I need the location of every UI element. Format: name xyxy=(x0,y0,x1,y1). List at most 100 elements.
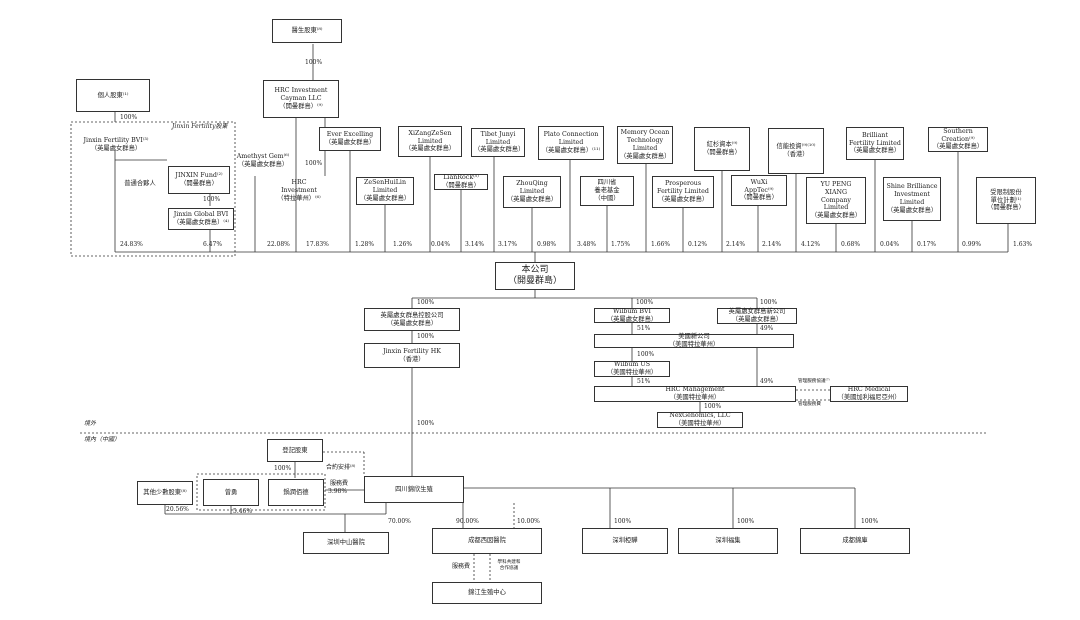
management-agreement-label: 管理服務協議⁽⁷⁾ xyxy=(798,379,830,384)
amethyst-label: Amethyst Gem⁽⁶⁾ （英屬處女群島） xyxy=(236,153,290,168)
management-fee-label: 管理服務費 xyxy=(798,402,821,407)
jinxin-fund-box: JINXIN Fund⁽²⁾ （開曼群島） xyxy=(168,166,230,194)
pct-hongshan: 2.14% xyxy=(726,241,746,248)
other-minority-box: 其他少數股東⁽⁸⁾ xyxy=(137,481,193,505)
tibet-junyi-box: Tibet Junyi Limited （英屬處女群島） xyxy=(471,128,525,157)
pct-lianrock: 3.14% xyxy=(465,241,485,248)
jinxin-hk-box: Jinxin Fertility HK （香港） xyxy=(364,343,460,368)
pct-chengdu-xixi: 90.00% xyxy=(456,518,479,525)
contractual-arrangement-label: 合約安排⁽⁸⁾ xyxy=(326,464,356,471)
prosperous-box: Prosperous Fertility Limited （英屬處女群島） xyxy=(652,176,714,208)
pct-yu-peng: 0.68% xyxy=(841,241,861,248)
pct-company-wilbum: 100% xyxy=(636,299,654,306)
pct-jinfu: 100% xyxy=(861,518,879,525)
pct-prosperous: 0.12% xyxy=(688,241,708,248)
pct-ever: 1.28% xyxy=(355,241,375,248)
jinxin-bvi-label: Jinxin Fertility BVI⁽³⁾ （英屬處女群島） xyxy=(83,137,149,152)
company-box: 本公司 （開曼群島） xyxy=(495,262,575,290)
pct-newco-hrcmgmt: 49% xyxy=(760,378,774,385)
pct-brilliant: 0.04% xyxy=(880,241,900,248)
registered-shareholders-box: 登記股東 xyxy=(267,439,323,462)
hrc-medical-box: HRC Medical （美國加利福尼亞州） xyxy=(830,386,908,402)
pct-jinxin-global: 6.47% xyxy=(203,241,223,248)
wilbum-bvi-box: Wilbum BVI （英屬處女群島） xyxy=(594,308,670,323)
pct-cayman-hrcinv: 100% xyxy=(305,160,323,167)
pct-memory: 1.66% xyxy=(651,241,671,248)
share-incentive-box: 受限制股份 單位計劃⁽¹⁾ （開曼群島） xyxy=(976,177,1036,224)
xinneng-box: 信能投資⁽⁹⁾⁽¹⁰⁾ （香港） xyxy=(768,128,824,174)
us-newco-box: 美國新公司 （美國特拉華州） xyxy=(594,333,794,348)
brilliant-box: Brilliant Fertility Limited （英屬處女群島） xyxy=(846,127,904,160)
hrc-investment-label: HRC Investment （特拉華州）⁽⁶⁾ xyxy=(277,179,321,202)
pct-holdco-hk: 100% xyxy=(417,333,435,340)
pct-wilbumus-hrcmgmt: 51% xyxy=(637,378,651,385)
wuxi-box: WuXi AppTec⁽⁹⁾ （開曼群島） xyxy=(731,175,787,206)
pct-xizang: 0.04% xyxy=(431,241,451,248)
pct-sichuan-fund: 1.75% xyxy=(611,241,631,248)
service-fee-label-2: 服務費 xyxy=(452,563,471,570)
pct-hk-sichuan: 100% xyxy=(417,420,435,427)
ever-excelling-box: Ever Excelling （英屬處女群島） xyxy=(319,127,381,151)
wilbum-us-box: Wilbum US （美國特拉華州） xyxy=(594,361,670,377)
pct-company-bvi-newco: 100% xyxy=(760,299,778,306)
dong-yingying-box: 鍋潤佰德 xyxy=(268,479,324,506)
outside-prc-label: 境外 xyxy=(84,420,97,427)
bvi-newco-box: 英屬處女群島新公司 （英屬處女群島） xyxy=(717,308,797,324)
academic-support-label: 學科共建和 合作協議 xyxy=(497,560,521,571)
chengdu-xixi-box: 成都西囡醫院 xyxy=(432,528,542,554)
pct-incentive: 1.63% xyxy=(1013,241,1033,248)
pct-heyang: 100% xyxy=(614,518,632,525)
xizang-box: XiZangZeSen Limited （英屬處女群島） xyxy=(398,126,462,157)
general-partner-label: 普通合夥人 xyxy=(124,180,156,187)
hrc-cayman-box: HRC Investment Cayman LLC （開曼群島）⁽⁹⁾ xyxy=(263,80,339,118)
zhouqing-box: ZhouQing Limited （英屬處女群島） xyxy=(503,176,561,208)
jinjiang-center-box: 錦江生殖中心 xyxy=(432,582,542,604)
pct-amethyst: 22.08% xyxy=(267,241,290,248)
pct-zesenhuilin: 1.26% xyxy=(393,241,413,248)
doctor-shareholders-box: 醫生股東⁽⁸⁾ xyxy=(272,19,342,43)
pct-shenzhen-zs: 70.00% xyxy=(388,518,411,525)
pct-xinneng: 4.12% xyxy=(801,241,821,248)
sichuan-fund-box: 四川省 養老基金 （中國） xyxy=(580,176,634,206)
shenzhen-heyang-box: 深圳椏驊 xyxy=(582,528,668,554)
pct-other: 20.56% xyxy=(166,506,189,513)
jinxin-global-box: Jinxin Global BVI （英屬處女群島）⁽⁴⁾ xyxy=(168,208,234,230)
memory-ocean-box: Memory Ocean Technology Limited （英屬處女群島） xyxy=(617,126,673,164)
pct-registered: 100% xyxy=(274,465,292,472)
pct-dong: 3.98% xyxy=(328,488,348,495)
pct-zhouqing: 0.98% xyxy=(537,241,557,248)
pct-newco-usnewco: 49% xyxy=(760,325,774,332)
pct-zeng: 5.46% xyxy=(233,508,253,515)
pct-usnewco-wilbumus: 100% xyxy=(637,351,655,358)
pct-wilbum-usnewco: 51% xyxy=(637,325,651,332)
service-fee-label: 服務費 xyxy=(330,480,349,487)
inside-prc-label: 境內（中國） xyxy=(84,436,121,443)
jinxin-family-label: Jinxin Fertility股東 xyxy=(172,123,228,130)
pct-zhongji: 100% xyxy=(737,518,755,525)
pct-southern: 0.99% xyxy=(962,241,982,248)
pct-individual-top: 100% xyxy=(120,114,138,121)
pct-hrcmgmt-nexgen: 100% xyxy=(704,403,722,410)
pct-hrc-inv: 17.83% xyxy=(306,241,329,248)
nextgenomics-box: NexGenomics, LLC （美國特拉華州） xyxy=(657,412,743,428)
yu-peng-box: YU PENG XIANG Company Limited （英屬處女群島） xyxy=(806,177,866,224)
southern-box: Southern Creation⁽⁹⁾ （英屬處女群島） xyxy=(928,127,988,152)
pct-company-bvi-holdco: 100% xyxy=(417,299,435,306)
pct-tibet: 3.17% xyxy=(498,241,518,248)
pct-fund-global: 100% xyxy=(203,196,221,203)
individual-shareholders-box: 個人股東⁽¹⁾ xyxy=(76,79,150,112)
zesenhuilin-box: ZeSenHuiLin Limited （英屬處女群島） xyxy=(356,177,414,205)
shine-box: Shine Brilliance Investment Limited （英屬處… xyxy=(883,177,941,221)
hongshan-box: 紅杉資本⁽⁹⁾ （開曼群島） xyxy=(694,127,750,171)
pct-jinxin-bvi: 24.83% xyxy=(120,241,143,248)
pct-wuxi: 2.14% xyxy=(762,241,782,248)
shenzhen-zhongji-box: 深圳福集 xyxy=(678,528,778,554)
pct-shine: 0.17% xyxy=(917,241,937,248)
hrc-management-box: HRC Management （美國特拉華州） xyxy=(594,386,796,402)
pct-chengdu-xixi-other: 10.00% xyxy=(517,518,540,525)
zeng-yong-box: 曾勇 xyxy=(203,479,259,506)
plato-box: Plato Connection Limited （英屬處女群島）⁽¹¹⁾ xyxy=(538,126,604,160)
lianrock-box: LianRock⁽⁵⁾ （開曼群島） xyxy=(434,174,488,190)
